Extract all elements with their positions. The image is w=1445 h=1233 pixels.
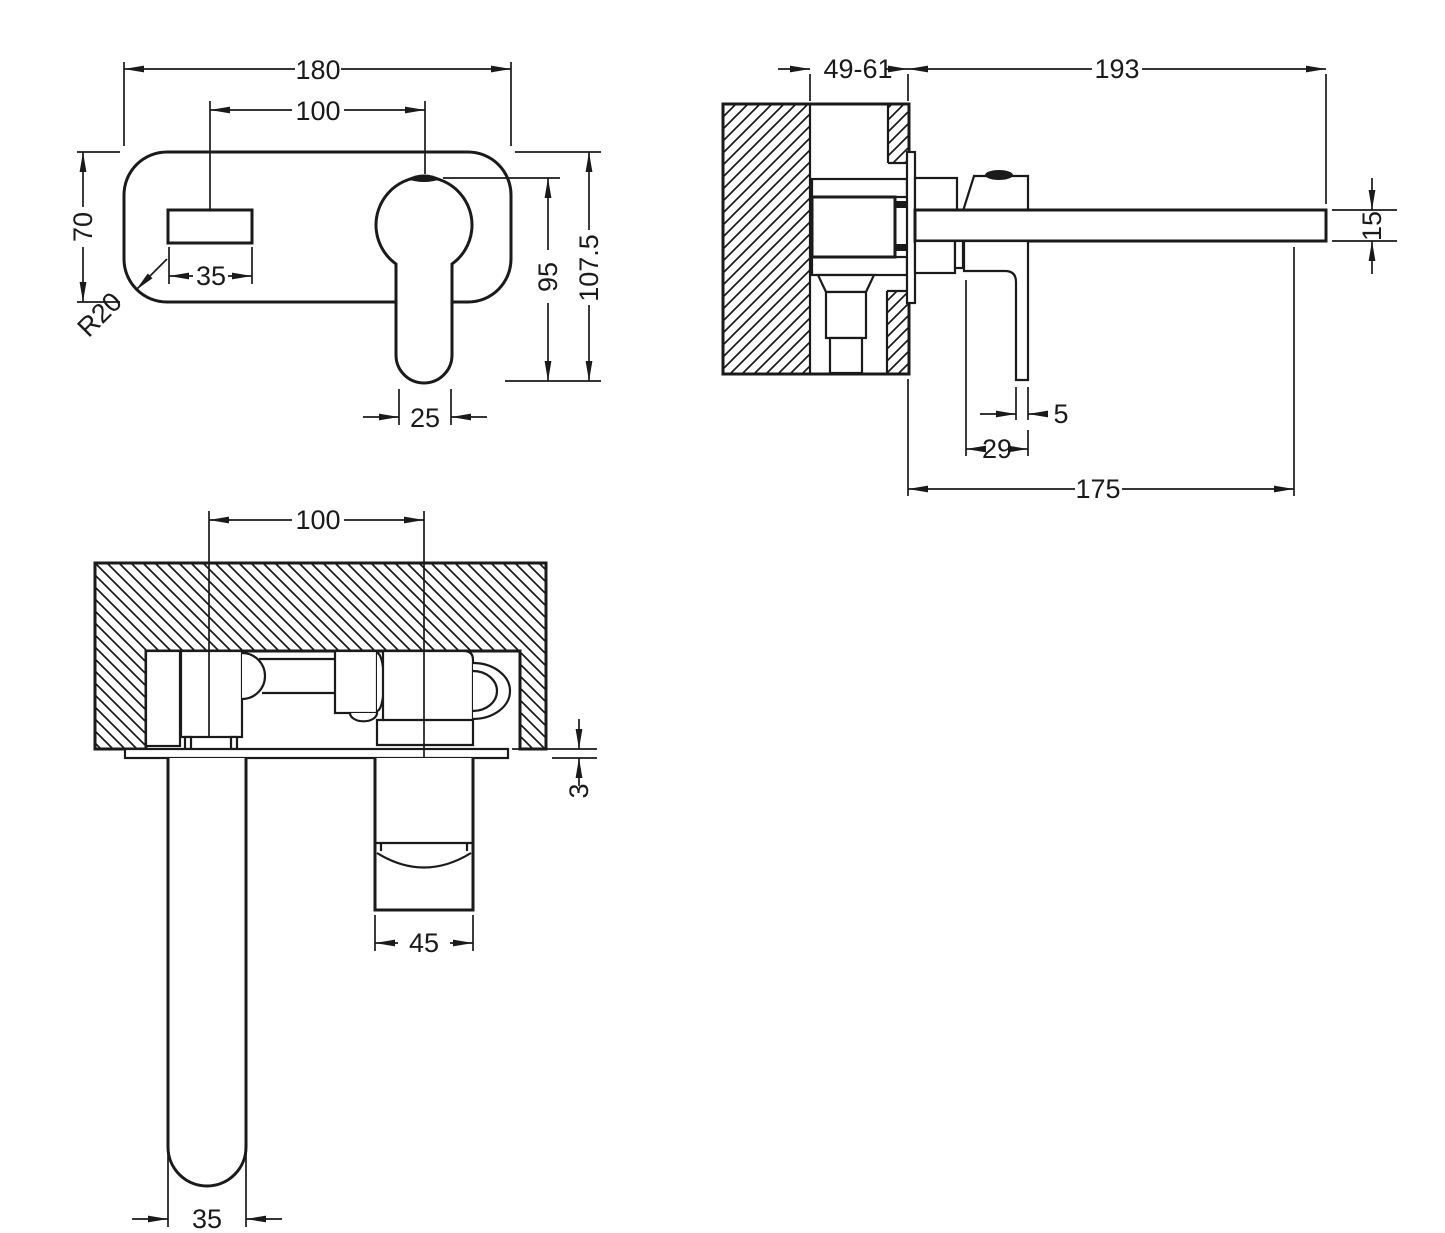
cartridge-inner-arc xyxy=(472,669,499,713)
left-block xyxy=(144,649,182,748)
seal-top xyxy=(895,201,907,208)
front-dimension-lines xyxy=(79,65,593,421)
side-section-view: 49-61 193 15 5 29 175 xyxy=(721,54,1397,504)
lever-hub-step xyxy=(953,239,965,270)
dim-label-front-width: 180 xyxy=(295,55,340,85)
dim-label-front-outlet-width: 35 xyxy=(196,261,226,291)
valve-body-side xyxy=(810,177,909,375)
dim-label-bottom-centers: 100 xyxy=(295,505,340,535)
handle-bottom-view xyxy=(373,758,475,912)
supply-pipe-side xyxy=(828,336,864,375)
spout-slot xyxy=(166,208,254,245)
dim-label-bottom-plate-thickness: 3 xyxy=(564,783,594,798)
spout-bottom-view xyxy=(166,758,248,1188)
dim-label-side-reach: 193 xyxy=(1094,54,1139,84)
wall-section-bottom xyxy=(93,561,548,751)
wall-hatch-bottom-right xyxy=(887,291,909,374)
mixer-block xyxy=(333,649,379,715)
handle-detail-lines xyxy=(375,841,473,869)
connector-foot-right xyxy=(229,735,239,751)
handle-tip-marker xyxy=(407,174,441,182)
wall-cavity-edges xyxy=(808,104,909,374)
dim-label-side-wall: 49-61 xyxy=(823,54,892,84)
dim-label-side-projection: 175 xyxy=(1075,474,1120,504)
dim-label-front-handle-width: 25 xyxy=(410,403,440,433)
dim-label-front-radius: R20 xyxy=(72,287,128,343)
seal-bottom xyxy=(895,244,907,251)
spout-side xyxy=(913,208,1328,243)
dim-label-bottom-handle-diameter: 45 xyxy=(409,928,439,958)
dim-label-bottom-spout-diameter: 35 xyxy=(192,1204,222,1233)
side-extension-lines xyxy=(809,74,1397,496)
bottom-dimension-lines xyxy=(132,516,583,1223)
handle-screw-marker xyxy=(985,170,1013,180)
faceplate-bottom-view xyxy=(123,747,510,760)
bottom-extension-lines xyxy=(167,511,597,1227)
bottom-section-view: 100 3 45 35 xyxy=(93,505,597,1233)
spout-base-block xyxy=(913,176,959,213)
radius-leader-line xyxy=(135,258,168,291)
dim-label-front-height: 70 xyxy=(68,212,98,242)
valve-mechanism-bottom xyxy=(144,649,512,751)
dim-label-side-lever-offset: 29 xyxy=(982,434,1012,464)
lever-side xyxy=(962,239,1030,382)
spout-underside-block xyxy=(913,239,957,275)
dim-label-front-centers: 100 xyxy=(295,96,340,126)
handle-pivot-side xyxy=(961,174,1030,213)
spout-connector-block xyxy=(179,649,244,739)
side-dimension-lines xyxy=(778,65,1376,493)
front-view: 180 100 70 35 R20 25 95 107.5 xyxy=(68,55,604,433)
dim-label-side-spout-thickness: 15 xyxy=(1357,211,1387,241)
pipe-elbow xyxy=(241,651,267,701)
dim-label-front-107: 107.5 xyxy=(574,234,604,302)
handle-keyhole-outline xyxy=(374,175,474,385)
wall-hatch-top-right xyxy=(888,104,909,163)
wall-hatch-left xyxy=(723,104,810,374)
connector-foot-left xyxy=(183,735,193,751)
dim-label-front-95: 95 xyxy=(533,262,563,292)
dim-label-side-lever-thickness: 5 xyxy=(1053,399,1068,429)
handle-base-block xyxy=(375,649,475,747)
